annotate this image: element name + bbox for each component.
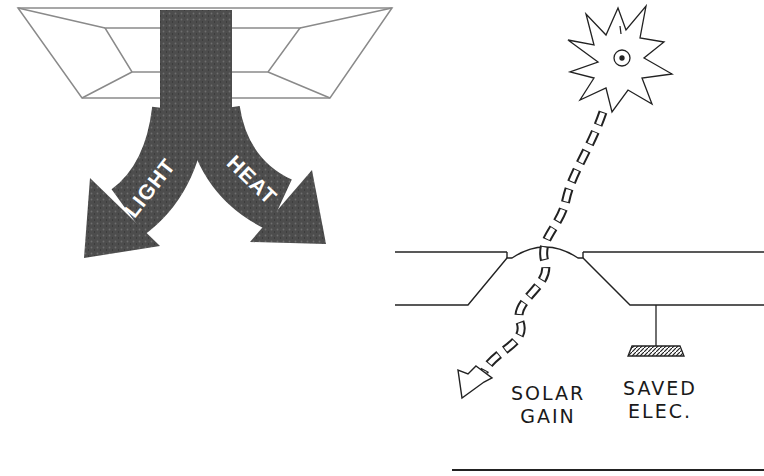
annotation-label: SAVED ELEC.	[614, 377, 706, 423]
annotation-label: SOLAR GAIN	[502, 382, 594, 428]
sun-symbol	[568, 6, 672, 112]
light-fixture	[628, 305, 684, 356]
solar-ray-arrow	[458, 112, 603, 398]
split-arrow	[84, 10, 326, 258]
roof-section	[395, 247, 764, 470]
